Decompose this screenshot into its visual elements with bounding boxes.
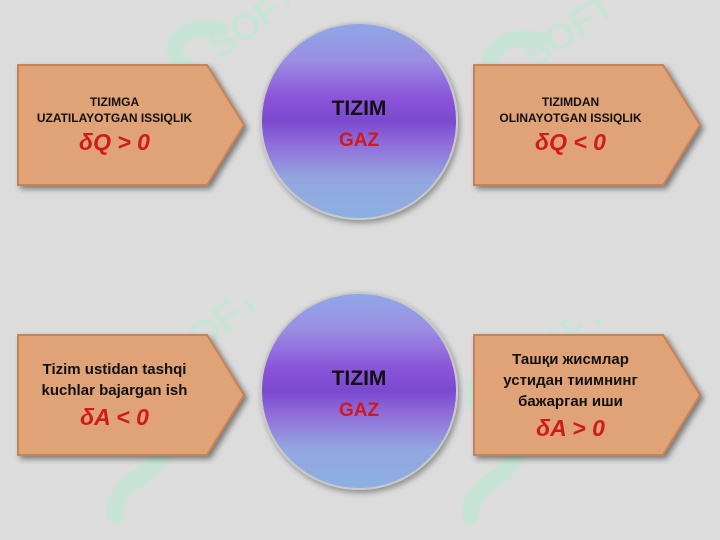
system-subtitle: GAZ (338, 400, 380, 421)
work-by-system-label-line1: Ташқи жисмлар (512, 350, 629, 368)
heat-input-label-line1: TIZIMGA (89, 95, 140, 109)
work-by-system-arrow: Ташқи жисмлар устидан тиимнинг бажарган … (473, 334, 701, 456)
work-by-system-label-line3: бажарган иши (518, 392, 623, 410)
work-by-system-label-line2: устидан тиимнинг (503, 371, 638, 389)
svg-text:SOFT: SOFT (201, 0, 290, 67)
system-subtitle: GAZ (338, 130, 380, 151)
system-gas-circle-top: TIZIM GAZ (260, 22, 458, 220)
work-on-system-formula: δA < 0 (80, 404, 149, 430)
system-gas-circle-bottom: TIZIM GAZ (260, 292, 458, 490)
heat-input-label-line2: UZATILAYOTGAN ISSIQLIK (36, 111, 193, 125)
heat-output-label-line1: TIZIMDAN (541, 95, 600, 109)
system-title: TIZIM (331, 97, 387, 120)
work-on-system-label-line2: kuchlar bajargan ish (41, 382, 188, 399)
heat-output-formula: δQ < 0 (535, 129, 606, 155)
heat-input-arrow: TIZIMGA UZATILAYOTGAN ISSIQLIK δQ > 0 (17, 64, 245, 186)
heat-output-arrow: TIZIMDAN OLINAYOTGAN ISSIQLIK δQ < 0 (473, 64, 701, 186)
work-on-system-label-line1: Tizim ustidan tashqi (42, 361, 187, 378)
system-title: TIZIM (331, 367, 387, 390)
work-on-system-arrow: Tizim ustidan tashqi kuchlar bajargan is… (17, 334, 245, 456)
work-by-system-formula: δA > 0 (536, 414, 605, 441)
heat-output-label-line2: OLINAYOTGAN ISSIQLIK (499, 111, 642, 125)
heat-input-formula: δQ > 0 (79, 129, 150, 155)
